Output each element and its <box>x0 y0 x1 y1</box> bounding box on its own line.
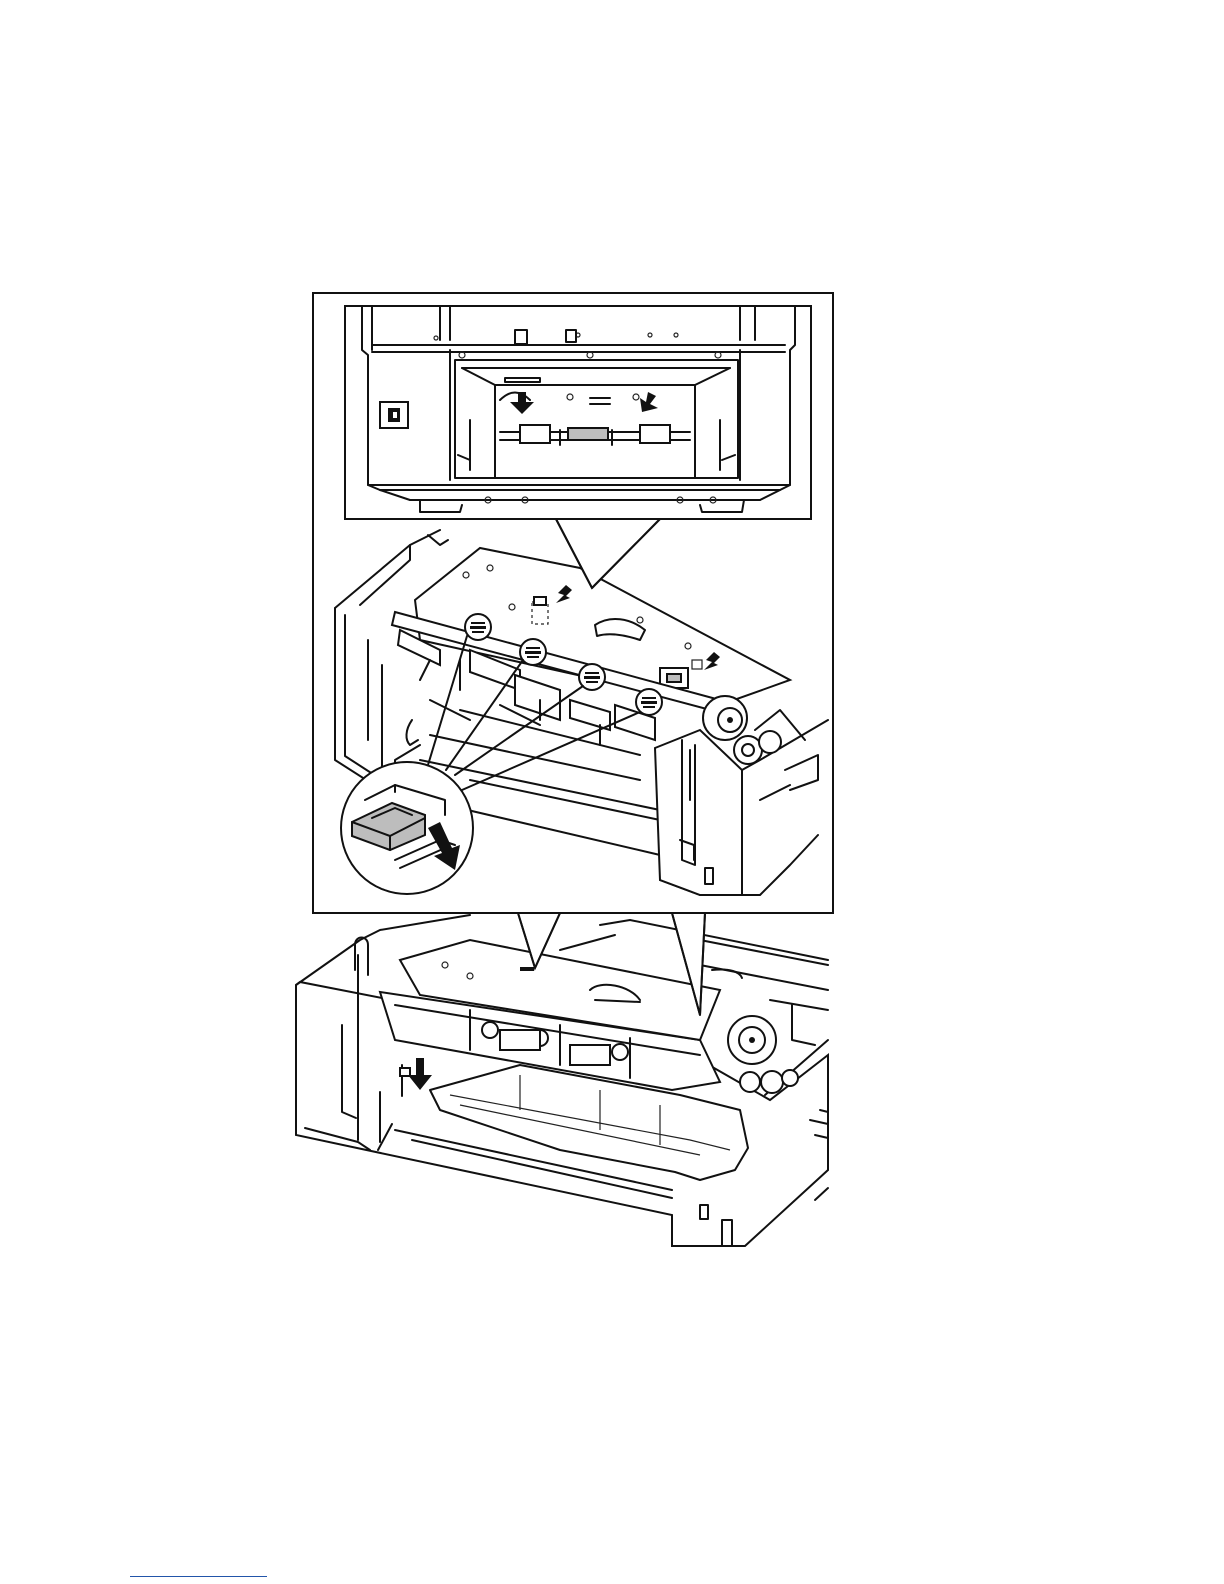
base-unit-view <box>296 915 828 1246</box>
latch-detail-circle <box>341 762 473 894</box>
footer-divider <box>130 1576 267 1577</box>
top-view-inset <box>345 306 811 519</box>
